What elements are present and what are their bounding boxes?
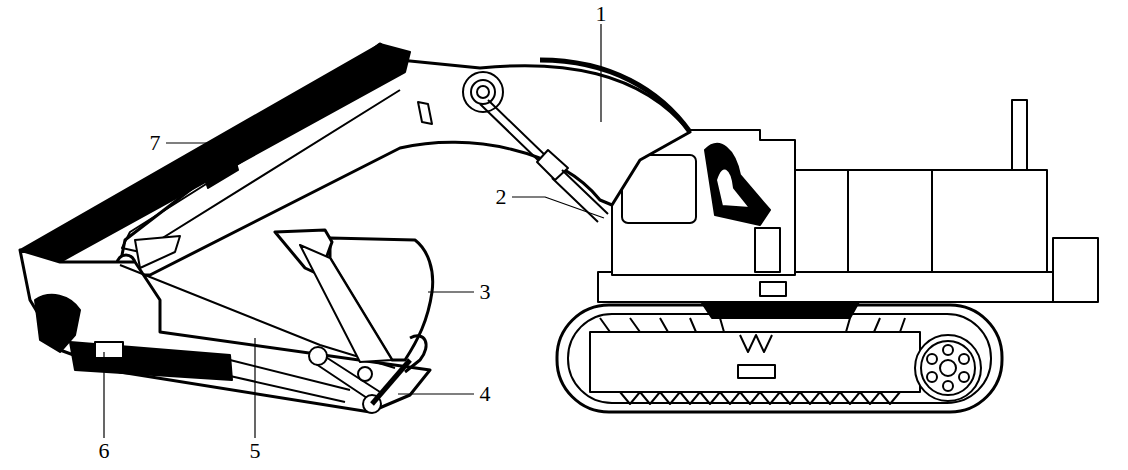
- callout-number: 5: [250, 440, 261, 462]
- crawler-track: [557, 305, 1002, 412]
- callout-number: 3: [480, 281, 491, 303]
- callout-number: 4: [480, 383, 491, 405]
- callout-number: 1: [596, 3, 607, 25]
- callout-number: 7: [150, 132, 161, 154]
- bucket-cylinder: [35, 295, 410, 413]
- callout-number: 6: [99, 440, 110, 462]
- boom-cylinder: [463, 72, 608, 222]
- leader-lines: [104, 24, 604, 438]
- bucket: [275, 230, 433, 372]
- callout-number: 2: [496, 186, 507, 208]
